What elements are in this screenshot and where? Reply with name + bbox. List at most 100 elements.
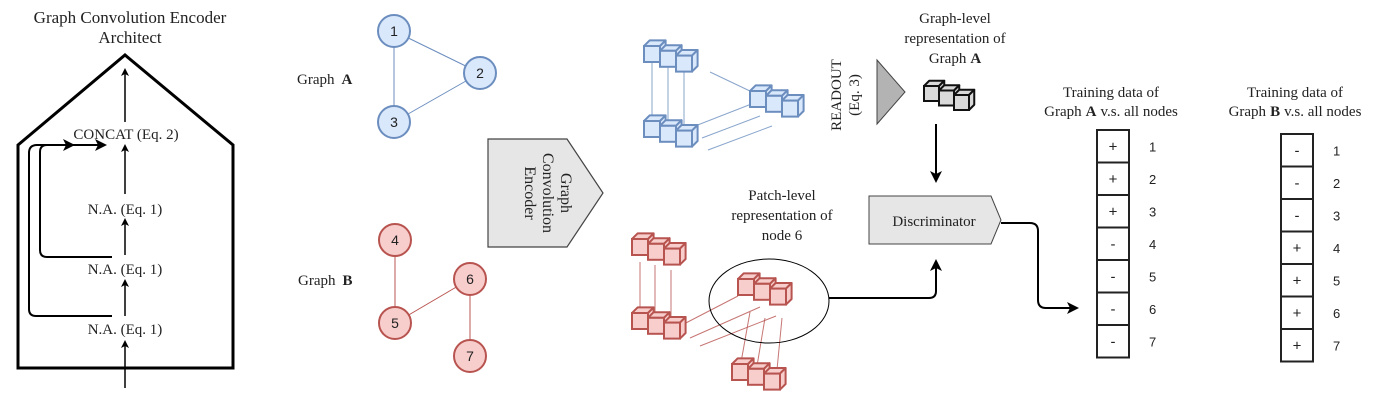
discriminator-label: Discriminator (892, 214, 975, 230)
training-row-node-7: -7 (1096, 324, 1156, 359)
training-node-id: 2 (1333, 176, 1340, 191)
skip-connection-layer1 (28, 139, 112, 317)
graph-level-line1: Graph-level (919, 11, 991, 27)
training-row-node-6: +6 (1280, 295, 1340, 330)
graph-node-2: 2 (463, 56, 497, 90)
graph-b-edges (394, 240, 471, 356)
node-circle (377, 105, 411, 139)
training-node-id: 5 (1149, 269, 1156, 284)
training-a-label-column: +1+2+3-4-5-6-7 (1096, 129, 1156, 359)
graph-a-node2-cubes (749, 84, 805, 118)
graph-a-node1-cubes (643, 39, 699, 73)
training-row-node-5: +5 (1280, 263, 1340, 298)
embedding-cube (769, 282, 793, 306)
embedding-cube (675, 49, 699, 73)
training-label: - (1295, 175, 1300, 192)
node-circle (453, 339, 487, 373)
concat-layer-label: CONCAT (Eq. 2) (73, 127, 178, 143)
training-node-id: 6 (1333, 306, 1340, 321)
patch-to-discriminator-arrow (829, 259, 942, 299)
graph-node-3: 3 (377, 105, 411, 139)
training-cell (1280, 295, 1314, 330)
training-node-id: 4 (1149, 237, 1156, 252)
training-node-id: 6 (1149, 302, 1156, 317)
node-label: 3 (390, 114, 398, 130)
graph-node-5: 5 (378, 306, 412, 340)
discriminator-output-arrow (1001, 222, 1079, 314)
architecture-title-line1: Graph Convolution Encoder (34, 8, 227, 27)
training-cell (1096, 226, 1130, 261)
readout: READOUT (Eq. 3) (829, 58, 906, 131)
training-node-id: 3 (1333, 208, 1340, 223)
embedding-link (701, 115, 761, 139)
architecture-title-line2: Architect (98, 28, 162, 47)
embedding-cube (631, 232, 655, 256)
training-node-id: 1 (1333, 143, 1340, 158)
node-label: 1 (390, 23, 398, 39)
graph-node-1: 1 (377, 14, 411, 48)
training-row-node-7: +7 (1280, 328, 1340, 363)
discriminator: Discriminator (868, 195, 1002, 245)
training-row-node-2: +2 (1096, 161, 1156, 196)
graph-convolution-encoder: Graph Convolution Encoder (487, 138, 604, 248)
node-circle (463, 56, 497, 90)
graph-b-node4-cubes (631, 232, 687, 266)
training-node-id: 4 (1333, 241, 1340, 256)
graph-b-node7-cubes (731, 357, 787, 391)
training-b-label-column: -1-2-3+4+5+6+7 (1280, 133, 1340, 363)
embedding-cube (643, 114, 667, 138)
embedding-cube (675, 124, 699, 148)
training-row-node-3: -3 (1280, 198, 1340, 233)
readout-triangle (876, 58, 906, 126)
training-node-id: 1 (1149, 139, 1156, 154)
embedding-cube (647, 311, 671, 335)
training-label: - (1295, 142, 1300, 159)
graph-level-embedding (923, 79, 976, 111)
architecture-house-outline (16, 53, 235, 370)
patch-highlight-ellipse (708, 258, 830, 344)
embedding-cube (663, 242, 687, 266)
training-row-node-3: +3 (1096, 194, 1156, 229)
training-cell (1096, 129, 1130, 164)
patch-level-label: Patch-level representation of node 6 (731, 188, 832, 244)
training-cell (1096, 194, 1130, 229)
training-label: - (1295, 207, 1300, 224)
training-label: + (1109, 171, 1118, 188)
embedding-cube (781, 94, 805, 118)
training-label: - (1111, 236, 1116, 253)
training-row-node-6: -6 (1096, 291, 1156, 326)
training-row-node-5: -5 (1096, 259, 1156, 294)
node-circle (378, 306, 412, 340)
embedding-link (689, 306, 761, 339)
training-b-title-line1: Training data of (1247, 85, 1343, 101)
training-node-id: 7 (1149, 334, 1156, 349)
training-label: + (1109, 138, 1118, 155)
graph-node-4: 4 (378, 223, 412, 257)
embedding-cube (663, 316, 687, 340)
training-label: - (1111, 268, 1116, 285)
readout-label-line2: (Eq. 3) (847, 74, 863, 116)
graph-a-embedding-structure (643, 39, 805, 151)
embedding-link (707, 125, 773, 151)
training-label: - (1111, 333, 1116, 350)
training-row-node-4: -4 (1096, 226, 1156, 261)
graph-level-cubes (923, 79, 976, 111)
embedding-link (679, 295, 739, 327)
node-label: 6 (466, 271, 474, 287)
training-cell (1096, 161, 1130, 196)
node-circle (378, 223, 412, 257)
training-node-id: 5 (1333, 273, 1340, 288)
training-cell (1280, 198, 1314, 233)
training-node-id: 3 (1149, 204, 1156, 219)
training-label: + (1109, 203, 1118, 220)
training-row-node-1: -1 (1280, 133, 1340, 168)
training-row-node-2: -2 (1280, 165, 1340, 200)
